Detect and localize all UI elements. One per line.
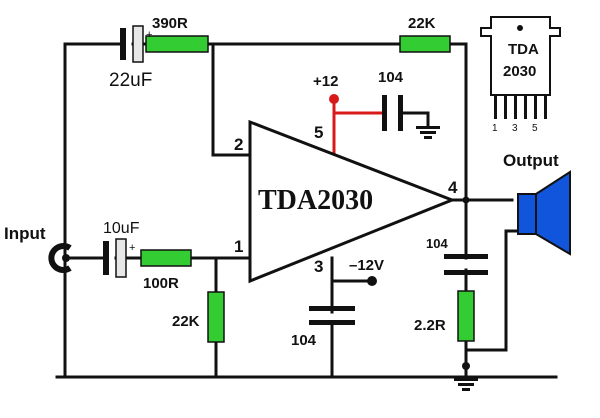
pin-4-label: 4: [448, 178, 458, 197]
resistor-22k-feedback: [399, 35, 451, 53]
pin-3-label: 3: [314, 257, 323, 276]
capacitor-22uf-label: 22uF: [109, 70, 152, 91]
output-label: Output: [503, 151, 559, 170]
capacitor-104-negative-label: 104: [291, 332, 317, 349]
capacitor-104-supply-label: 104: [378, 69, 404, 86]
ic-name: TDA2030: [258, 185, 373, 216]
supply-positive-wire: [332, 100, 384, 156]
ic-package-icon: [480, 16, 561, 119]
junction-dot: [462, 196, 470, 204]
plus12-label: +12: [313, 73, 338, 90]
resistor-22k-bias-label: 22K: [172, 313, 200, 330]
capacitor-10uf-label: 10uF: [103, 220, 140, 237]
input-label: Input: [4, 224, 46, 243]
plus12-terminal: [329, 94, 339, 104]
resistor-22k-feedback-label: 22K: [408, 15, 436, 32]
resistor-390r-label: 390R: [152, 15, 188, 32]
package-pin-label-3: 3: [512, 123, 518, 134]
wires: [55, 42, 558, 379]
capacitor-104-zobel: [444, 254, 488, 275]
capacitor-104-zobel-label: 104: [426, 236, 448, 251]
capacitor-22uf: [120, 25, 144, 63]
pin-1-label: 1: [234, 237, 243, 256]
minus12-label: –12V: [349, 257, 384, 274]
polarity-plus-10uf: +: [129, 242, 135, 254]
input-jack-icon: [48, 243, 72, 273]
resistor-390r: [145, 35, 209, 53]
minus12-terminal: [367, 276, 377, 286]
resistor-2-2r: [457, 290, 475, 342]
polarity-plus-22uf: +: [146, 29, 152, 41]
resistor-100r: [140, 249, 192, 267]
capacitor-10uf: [103, 238, 127, 278]
ground-icon: [454, 378, 478, 391]
resistor-2-2r-label: 2.2R: [414, 317, 446, 334]
package-label-line1: TDA: [508, 41, 539, 58]
package-pin-label-1: 1: [492, 123, 498, 134]
resistor-100r-label: 100R: [143, 275, 179, 292]
speaker-icon: [517, 170, 571, 256]
ground-icon: [416, 126, 440, 139]
pin-2-label: 2: [234, 135, 243, 154]
package-label-line2: 2030: [503, 63, 536, 80]
resistor-22k-bias: [207, 291, 225, 343]
amplifier-triangle: [248, 119, 457, 284]
pin-5-label: 5: [314, 123, 323, 142]
capacitor-104-negative: [309, 306, 355, 325]
package-pin-label-5: 5: [532, 123, 538, 134]
capacitor-104-supply: [382, 95, 403, 131]
